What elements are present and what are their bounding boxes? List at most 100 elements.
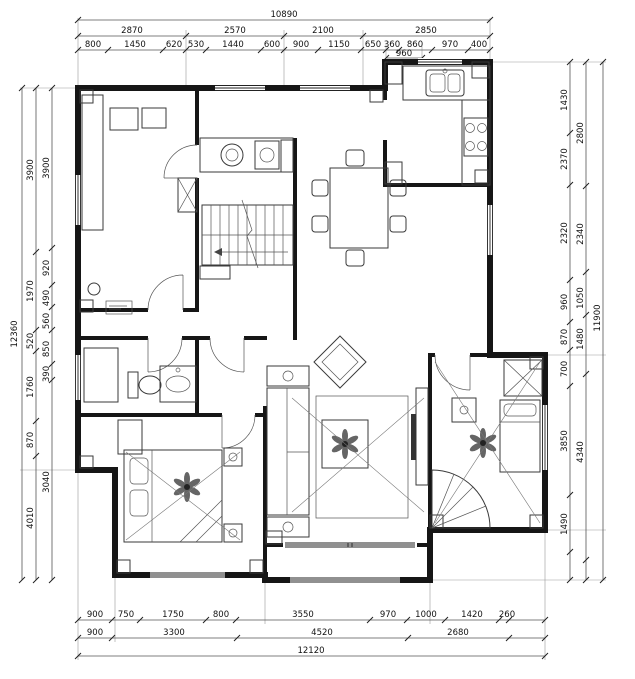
dim-label: 2100 — [312, 26, 334, 36]
living-room — [265, 335, 429, 545]
interior-walls — [76, 86, 492, 577]
dining-chair — [345, 249, 365, 267]
washer — [254, 140, 280, 170]
dim-label: 1750 — [162, 610, 184, 620]
structural-columns — [79, 61, 544, 574]
dim-label: 3300 — [163, 628, 185, 638]
window — [418, 58, 462, 66]
dim-label: 1450 — [124, 40, 146, 50]
pillow — [129, 489, 149, 517]
dim-label: 970 — [442, 40, 458, 50]
dim-label: 700 — [560, 361, 570, 377]
counter — [199, 137, 294, 173]
hall-cabinet — [81, 94, 104, 231]
tv-cabinet — [411, 387, 429, 486]
window — [215, 84, 265, 92]
dim-label: 400 — [471, 40, 487, 50]
dim-label: 1480 — [576, 328, 586, 350]
window — [300, 84, 350, 92]
dim-label: 1490 — [560, 513, 570, 535]
dim-label: 1430 — [560, 89, 570, 111]
window — [541, 405, 549, 470]
pillow — [129, 457, 149, 485]
dim-label: 960 — [396, 49, 412, 59]
rug — [315, 395, 409, 519]
dim-label: 3900 — [42, 157, 52, 179]
dim-label: 2570 — [224, 26, 246, 36]
dim-label: 2320 — [560, 222, 570, 244]
dim-label: 600 — [264, 40, 280, 50]
dim-label: 2800 — [576, 122, 586, 144]
dining-chair — [311, 179, 329, 197]
dim-label: 4010 — [26, 507, 36, 529]
door-opening — [382, 100, 388, 140]
dim-label: 530 — [188, 40, 204, 50]
window — [74, 175, 82, 225]
dim-label: 11900 — [593, 304, 603, 331]
door-arc — [209, 335, 245, 373]
door-arc — [163, 144, 200, 179]
dimensions-right: 1430 2370 2320 960 870 700 3850 1490 280… — [560, 58, 607, 584]
sight-lines — [291, 397, 425, 513]
dining-chair — [345, 149, 365, 167]
dim-label: 4340 — [576, 441, 586, 463]
kitchen-sink — [425, 68, 465, 97]
sight-lines — [125, 451, 241, 541]
ceiling-fan-icon — [172, 472, 202, 502]
dim-label: 2850 — [415, 26, 437, 36]
bedroom-left — [117, 419, 243, 543]
stair-arrow — [214, 248, 288, 256]
dimensions-top: 10890 2870 2570 2100 2850 800 1450 620 5… — [74, 10, 494, 62]
doors — [147, 100, 471, 449]
dim-label: 3900 — [26, 159, 36, 181]
entry-lamp-icon — [313, 335, 367, 389]
ceiling-fan-icon — [468, 428, 498, 458]
dim-label: 870 — [560, 329, 570, 345]
coffee-table — [321, 419, 369, 469]
door-arc — [147, 274, 184, 313]
dining-chair — [389, 215, 407, 233]
sliding-door — [283, 541, 417, 549]
dim-label: 2340 — [576, 223, 586, 245]
dim-label: 1420 — [461, 610, 483, 620]
window — [290, 576, 400, 584]
kitchen — [402, 65, 491, 186]
dim-label: 900 — [87, 610, 103, 620]
dim-label: 12120 — [297, 646, 324, 656]
dim-label: 1150 — [328, 40, 350, 50]
cooktop — [463, 117, 489, 157]
basin-icon — [220, 143, 244, 167]
wardrobe — [117, 419, 143, 455]
bed — [123, 449, 223, 543]
sofa — [266, 365, 310, 538]
dim-label: 260 — [499, 610, 515, 620]
dining-chair — [389, 179, 407, 197]
bed — [499, 399, 541, 473]
dim-label: 3550 — [292, 610, 314, 620]
appliance-box — [109, 107, 139, 131]
staircase — [199, 199, 294, 280]
dim-label: 850 — [42, 341, 52, 357]
dim-label: 970 — [380, 610, 396, 620]
pillow — [503, 403, 537, 417]
dim-label: 800 — [85, 40, 101, 50]
dim-label: 620 — [166, 40, 182, 50]
dim-label: 650 — [365, 40, 381, 50]
stair-break-line — [241, 199, 259, 269]
dim-label: 560 — [42, 313, 52, 329]
extension-lines — [20, 18, 606, 660]
windows — [74, 58, 549, 584]
toilet — [127, 371, 162, 399]
fridge — [177, 177, 198, 213]
wardrobe — [503, 359, 543, 397]
dim-label: 4520 — [311, 628, 333, 638]
dim-label: 1000 — [415, 610, 437, 620]
dim-label: 800 — [213, 610, 229, 620]
nightstand — [223, 523, 243, 543]
dim-label: 1440 — [222, 40, 244, 50]
counter — [461, 99, 491, 186]
dim-label: 900 — [87, 628, 103, 638]
dining-table — [329, 167, 389, 249]
dim-label: 1970 — [26, 280, 36, 302]
